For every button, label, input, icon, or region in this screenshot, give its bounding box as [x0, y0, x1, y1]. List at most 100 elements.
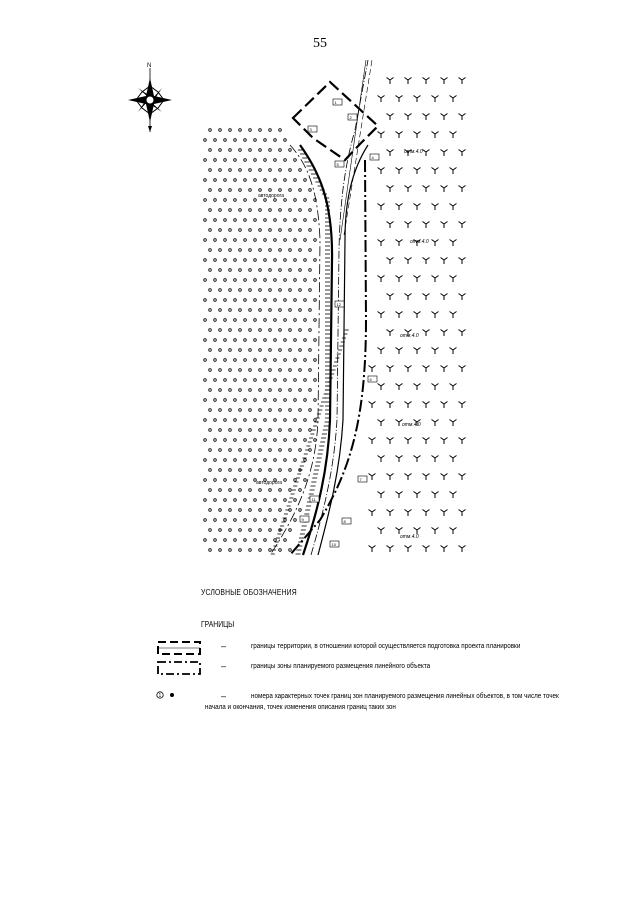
field-circle-mark — [298, 388, 302, 392]
field-circle-mark — [298, 428, 302, 432]
field-circle-mark — [248, 268, 252, 272]
field-vegetation-mark — [404, 437, 412, 445]
field-circle-mark — [293, 158, 297, 162]
field-circle-mark — [248, 348, 252, 352]
field-vegetation-mark — [377, 167, 385, 175]
field-circle-mark — [308, 308, 312, 312]
field-circle-mark — [248, 168, 252, 172]
field-vegetation-mark — [368, 509, 376, 517]
field-vegetation-mark — [440, 437, 448, 445]
field-circle-mark — [283, 198, 287, 202]
field-circle-mark — [208, 228, 212, 232]
field-circle-mark — [298, 508, 302, 512]
field-vegetation-mark — [440, 113, 448, 121]
field-vegetation-mark — [413, 131, 421, 139]
field-circle-mark — [298, 328, 302, 332]
field-circle-mark — [268, 308, 272, 312]
field-circle-mark — [273, 398, 277, 402]
road-left-edge — [299, 144, 334, 556]
field-vegetation-mark — [440, 401, 448, 409]
field-vegetation-mark — [458, 149, 466, 157]
field-circle-mark — [233, 458, 237, 462]
field-circle-mark — [273, 318, 277, 322]
field-circle-mark — [283, 498, 287, 502]
field-circle-mark — [233, 358, 237, 362]
field-circle-mark — [253, 198, 257, 202]
field-circle-mark — [298, 208, 302, 212]
field-circle-mark — [263, 158, 267, 162]
field-vegetation-mark — [422, 401, 430, 409]
left-field-pattern — [203, 128, 317, 552]
field-circle-mark — [258, 288, 262, 292]
field-circle-mark — [233, 418, 237, 422]
compass-rose-icon: N — [128, 63, 172, 132]
field-vegetation-mark — [377, 347, 385, 355]
field-vegetation-mark — [431, 491, 439, 499]
field-circle-mark — [208, 368, 212, 372]
field-circle-mark — [248, 288, 252, 292]
field-circle-mark — [268, 208, 272, 212]
field-vegetation-mark — [422, 437, 430, 445]
field-circle-mark — [253, 458, 257, 462]
field-circle-mark — [248, 408, 252, 412]
field-vegetation-mark — [368, 473, 376, 481]
field-vegetation-mark — [422, 365, 430, 373]
field-circle-mark — [258, 388, 262, 392]
field-circle-mark — [303, 278, 307, 282]
field-circle-mark — [233, 438, 237, 442]
point-number-box — [347, 113, 358, 121]
field-circle-mark — [233, 538, 237, 542]
field-circle-mark — [208, 128, 212, 132]
field-circle-mark — [243, 238, 247, 242]
field-circle-mark — [283, 398, 287, 402]
field-circle-mark — [213, 538, 217, 542]
field-circle-mark — [238, 228, 242, 232]
field-circle-mark — [248, 488, 252, 492]
field-circle-mark — [263, 438, 267, 442]
field-vegetation-mark — [368, 545, 376, 553]
field-circle-mark — [203, 378, 207, 382]
field-circle-mark — [283, 458, 287, 462]
field-circle-mark — [203, 538, 207, 542]
field-circle-mark — [233, 478, 237, 482]
field-circle-mark — [288, 168, 292, 172]
field-vegetation-mark — [449, 239, 457, 247]
field-circle-mark — [278, 428, 282, 432]
field-circle-mark — [263, 238, 267, 242]
field-circle-mark — [268, 328, 272, 332]
field-circle-mark — [263, 538, 267, 542]
field-circle-mark — [263, 498, 267, 502]
field-vegetation-mark — [431, 311, 439, 319]
field-circle-mark — [283, 138, 287, 142]
field-circle-mark — [258, 488, 262, 492]
field-vegetation-mark — [422, 293, 430, 301]
field-circle-mark — [263, 418, 267, 422]
field-circle-mark — [268, 408, 272, 412]
field-vegetation-mark — [386, 401, 394, 409]
field-circle-mark — [213, 278, 217, 282]
field-circle-mark — [268, 348, 272, 352]
field-circle-mark — [273, 378, 277, 382]
field-vegetation-mark — [377, 491, 385, 499]
field-circle-mark — [228, 388, 232, 392]
field-circle-mark — [313, 358, 317, 362]
field-circle-mark — [283, 538, 287, 542]
legend-item-text: границы территории, в отношении которой … — [251, 643, 521, 650]
point-number-box — [334, 160, 345, 168]
field-circle-mark — [258, 348, 262, 352]
field-circle-mark — [283, 478, 287, 482]
field-circle-mark — [223, 478, 227, 482]
field-circle-mark — [208, 528, 212, 532]
field-circle-mark — [218, 268, 222, 272]
field-circle-mark — [253, 338, 257, 342]
field-circle-mark — [238, 328, 242, 332]
field-circle-mark — [213, 238, 217, 242]
field-circle-mark — [203, 238, 207, 242]
field-vegetation-mark — [386, 329, 394, 337]
field-circle-mark — [273, 298, 277, 302]
field-vegetation-mark — [377, 203, 385, 211]
field-circle-mark — [218, 288, 222, 292]
field-circle-mark — [213, 338, 217, 342]
field-circle-mark — [228, 288, 232, 292]
field-vegetation-mark — [422, 545, 430, 553]
